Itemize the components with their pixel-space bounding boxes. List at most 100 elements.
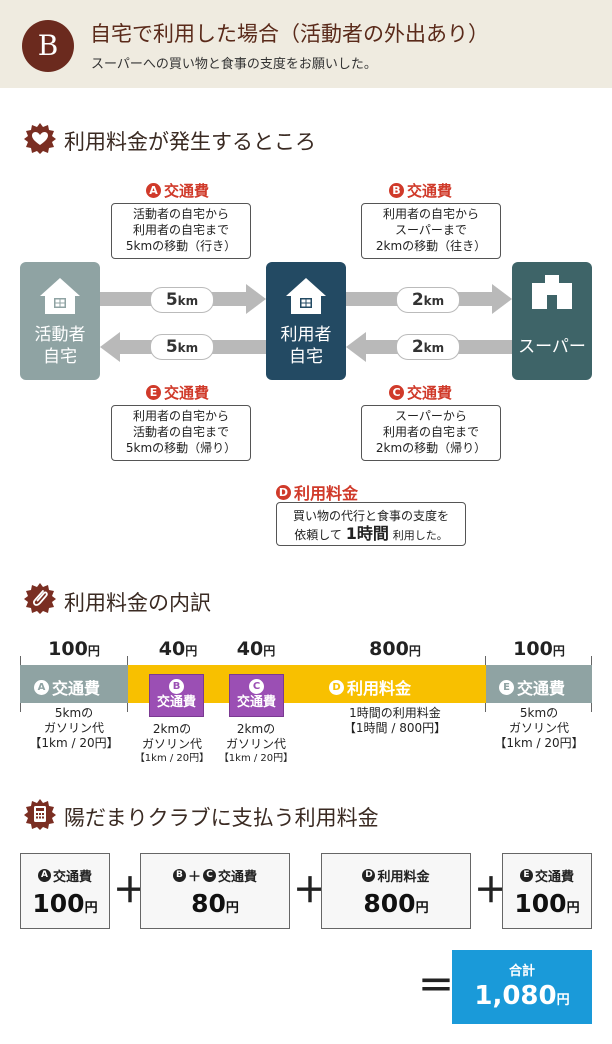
summary-unit: 円 (415, 901, 429, 916)
bar-label-text: 交通費 (52, 679, 101, 698)
fee-label-a: A 交通費 (146, 180, 209, 201)
note-fee-c: スーパーから 利用者の自宅まで 2kmの移動（帰り） (361, 405, 501, 461)
price-unit: 円 (408, 644, 421, 658)
desc-line: 1時間の利用料金 (349, 706, 441, 720)
note-fee-d: 買い物の代行と食事の支度を 依頼して 1時間 利用した。 (276, 502, 466, 546)
distance-num: 2 (411, 290, 424, 310)
summary-value: 100円 (503, 889, 591, 918)
distance-unit: km (177, 341, 199, 355)
distance-unit: km (177, 294, 199, 308)
distance-pill-user-to-super: 2km (396, 287, 460, 313)
price-value: 40 (236, 638, 264, 660)
desc-line: 【1km / 20円】 (494, 736, 584, 750)
total-value: 1,080円 (452, 981, 592, 1011)
place-line: 利用者 (280, 325, 332, 345)
note-line: 活動者の自宅から (132, 207, 229, 221)
tag-b: B 交通費 (149, 674, 204, 717)
fee-label-b: B 交通費 (389, 180, 452, 201)
note-line: 利用者の自宅から (132, 409, 229, 423)
note-line: スーパーまで (395, 223, 467, 237)
join-sign: ＋ (187, 870, 201, 885)
desc-line: 5kmの (54, 706, 94, 720)
price-e: 100円 (486, 638, 592, 660)
summary-unit: 円 (225, 901, 239, 916)
letter-d-icon: D (276, 484, 291, 500)
distance-unit: km (423, 294, 445, 308)
summary-amount: 80 (191, 889, 226, 918)
note-fee-e: 利用者の自宅から 活動者の自宅まで 5kmの移動（帰り） (111, 405, 251, 461)
desc-c: 2kmの ガソリン代 【1km / 20円】 (212, 722, 300, 765)
equals-sign: ＝ (418, 966, 455, 1007)
summary-amount: 100 (514, 889, 567, 918)
desc-d: 1時間の利用料金 【1時間 / 800円】 (300, 706, 490, 736)
distance-num: 5 (165, 290, 178, 310)
summary-label-text: 交通費 (534, 870, 574, 885)
desc-line: 【1km / 20円】 (134, 753, 210, 764)
summary-amount: 800 (363, 889, 416, 918)
tag-label: 交通費 (236, 695, 276, 710)
price-d: 800円 (300, 638, 490, 660)
price-unit: 円 (552, 644, 565, 658)
desc-line: ガソリン代 (43, 721, 104, 735)
price-value: 800 (369, 638, 409, 660)
bar-label-e: E 交通費 (499, 675, 565, 699)
price-value: 100 (48, 638, 88, 660)
place-label-volunteer: 活動者 自宅 (20, 324, 100, 368)
tag-label: 交通費 (156, 695, 196, 710)
summary-value: 100円 (21, 889, 109, 918)
place-label-user: 利用者 自宅 (266, 324, 346, 368)
desc-b: 2kmの ガソリン代 【1km / 20円】 (128, 722, 216, 765)
note-line: 依頼して 1時間 利用した。 (277, 525, 465, 545)
letter-b-icon: B (172, 869, 186, 882)
total-label: 合計 (508, 964, 535, 979)
summary-unit: 円 (84, 901, 98, 916)
summary-unit: 円 (566, 901, 580, 916)
page-subtitle: スーパーへの買い物と食事の支度をお願いした。 (91, 57, 377, 72)
fee-label-e: E 交通費 (146, 382, 209, 403)
summary-label-text: 交通費 (218, 870, 258, 885)
fee-c-text: 交通費 (407, 384, 453, 402)
desc-line: 【1時間 / 800円】 (343, 721, 447, 735)
distance-num: 5 (165, 337, 178, 357)
price-unit: 円 (263, 644, 276, 658)
bar-label-text: 利用料金 (347, 679, 412, 698)
page-title: 自宅で利用した場合（活動者の外出あり） (90, 22, 489, 46)
letter-a-icon: A (37, 869, 51, 882)
distance-num: 2 (411, 337, 424, 357)
total-box: 合計 1,080円 (452, 950, 592, 1024)
note-line: 2kmの移動（帰り） (375, 441, 487, 455)
place-line: 自宅 (289, 347, 323, 367)
price-value: 100 (513, 638, 553, 660)
letter-d-icon: D (362, 869, 376, 882)
section-badge: B (22, 20, 74, 72)
section-title-payment: 陽だまりクラブに支払う利用料金 (64, 806, 379, 830)
desc-line: ガソリン代 (508, 721, 569, 735)
total-unit: 円 (556, 993, 570, 1008)
desc-a: 5kmの ガソリン代 【1km / 20円】 (20, 706, 128, 751)
letter-a-icon: A (146, 183, 161, 198)
distance-pill-user-to-volunteer: 5km (150, 334, 214, 360)
summary-amount: 100 (32, 889, 85, 918)
note-line: 買い物の代行と食事の支度を (292, 509, 449, 523)
section-title-fees: 利用料金が発生するところ (64, 130, 316, 154)
note-line: 活動者の自宅まで (132, 425, 229, 439)
fee-d-text: 利用料金 (294, 484, 359, 503)
letter-d-icon: D (329, 679, 344, 695)
calculator-icon (22, 797, 58, 831)
desc-e: 5kmの ガソリン代 【1km / 20円】 (486, 706, 592, 751)
price-a: 100円 (20, 638, 128, 660)
house-icon (283, 276, 329, 320)
letter-c-icon: C (389, 385, 404, 400)
price-unit: 円 (87, 644, 100, 658)
price-value: 40 (158, 638, 186, 660)
heart-icon (22, 121, 58, 155)
desc-line: 【1km / 20円】 (29, 736, 119, 750)
letter-e-icon: E (519, 869, 533, 882)
note-fee-a: 活動者の自宅から 利用者の自宅まで 5kmの移動（行き） (111, 203, 251, 259)
note-line: 利用者の自宅まで (132, 223, 229, 237)
